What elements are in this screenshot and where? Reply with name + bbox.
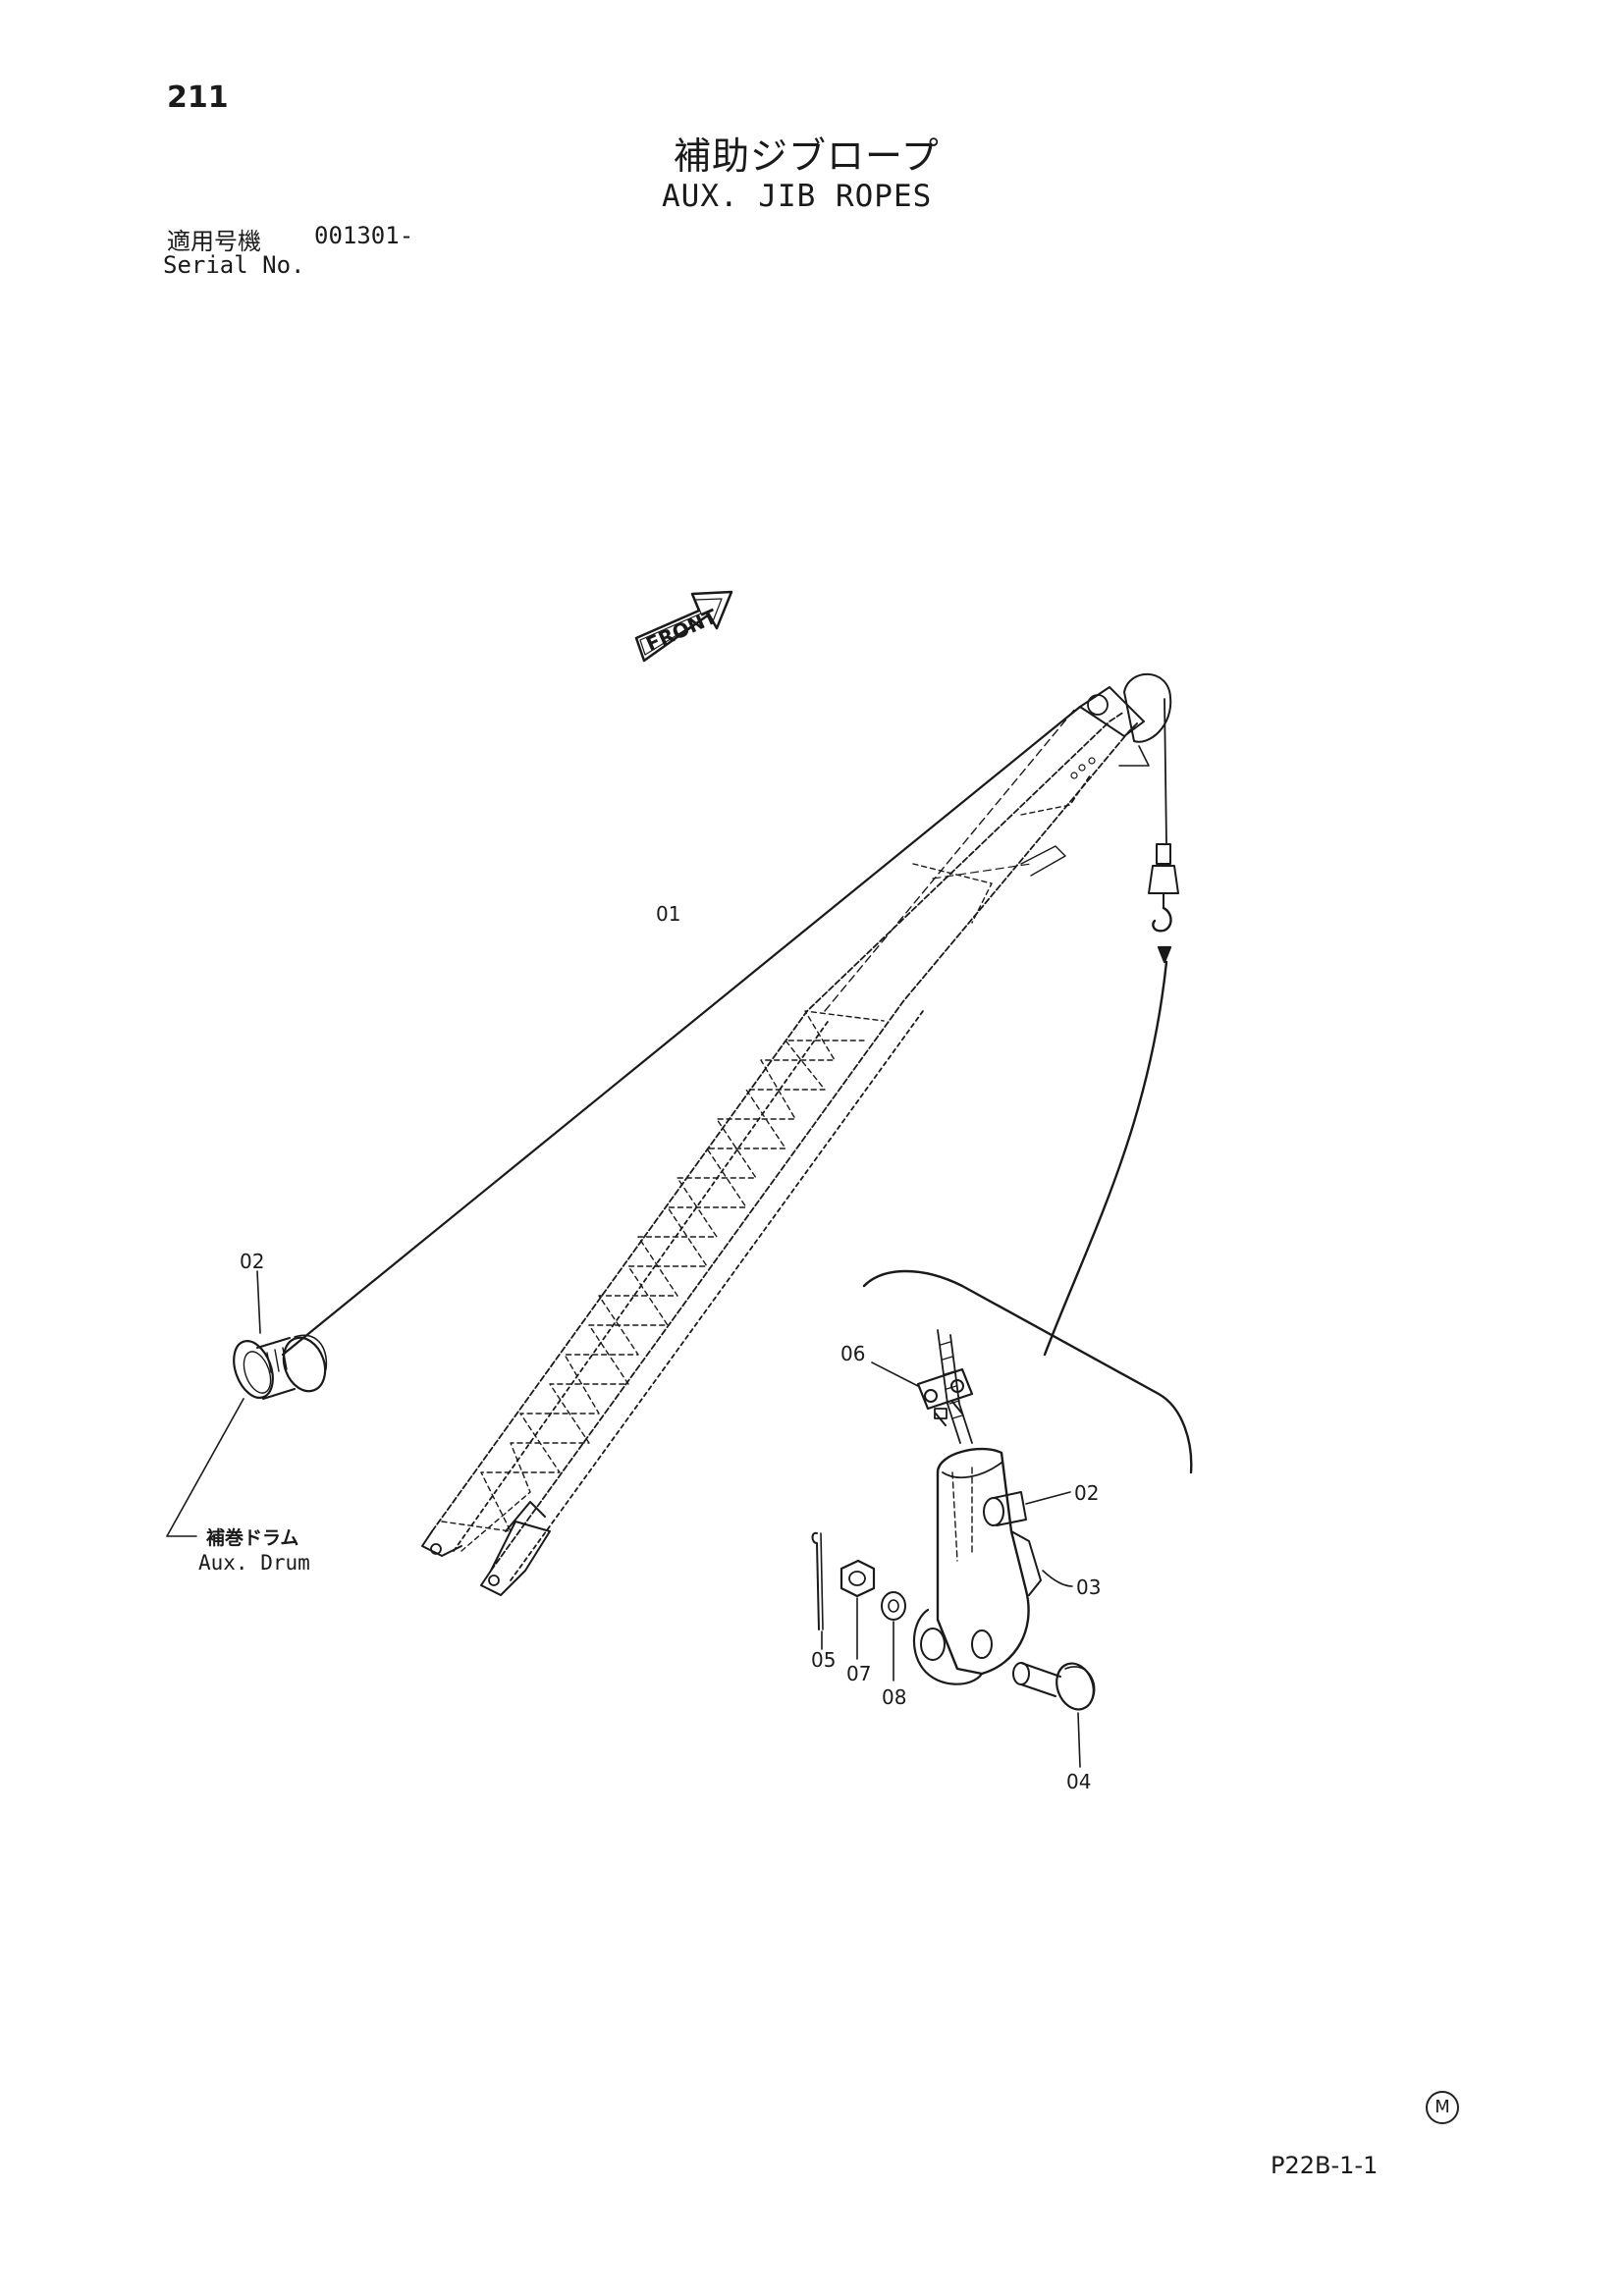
document-code: P22B-1-1 (1271, 2152, 1379, 2179)
rope-clamp (916, 1367, 974, 1426)
nut (839, 1559, 876, 1598)
aux-drum-label-english: Aux. Drum (198, 1551, 310, 1575)
jib-boom (421, 672, 1172, 1596)
rope-end (937, 1329, 973, 1444)
callout-rope: 01 (656, 902, 680, 926)
detail-bracket (862, 1269, 1193, 1474)
clevis-pin (1012, 1662, 1096, 1711)
aux-drum (233, 1334, 328, 1400)
callout-washer: 08 (882, 1685, 906, 1709)
callout-nut: 07 (846, 1662, 871, 1685)
callout-cotter: 05 (811, 1648, 836, 1672)
aux-rope (281, 705, 1082, 1357)
cotter-pin (811, 1531, 824, 1630)
page-number: 211 (167, 80, 229, 115)
callout-drum: 02 (240, 1250, 264, 1273)
front-arrow: FRONT (634, 590, 733, 663)
detail-leader (1043, 960, 1168, 1357)
callout-clamp: 06 (840, 1342, 865, 1365)
aux-drum-label-japanese: 補巻ドラム (206, 1527, 299, 1549)
callout-socket-pin: 02 (1074, 1481, 1099, 1505)
callout-socket: 03 (1076, 1575, 1101, 1599)
washer (881, 1591, 906, 1621)
corner-mark: M (1426, 2091, 1459, 2124)
page-title-english: AUX. JIB ROPES (662, 179, 933, 214)
callout-pin: 04 (1066, 1770, 1091, 1793)
front-label: FRONT (642, 604, 721, 656)
serial-label-english: Serial No. (163, 251, 305, 279)
serial-label-japanese: 適用号機 (167, 228, 261, 255)
rope-socket (912, 1447, 1042, 1685)
page-title-japanese: 補助ジブロープ (674, 134, 940, 178)
serial-code: 001301- (314, 222, 414, 249)
hook-assembly (1148, 698, 1179, 964)
